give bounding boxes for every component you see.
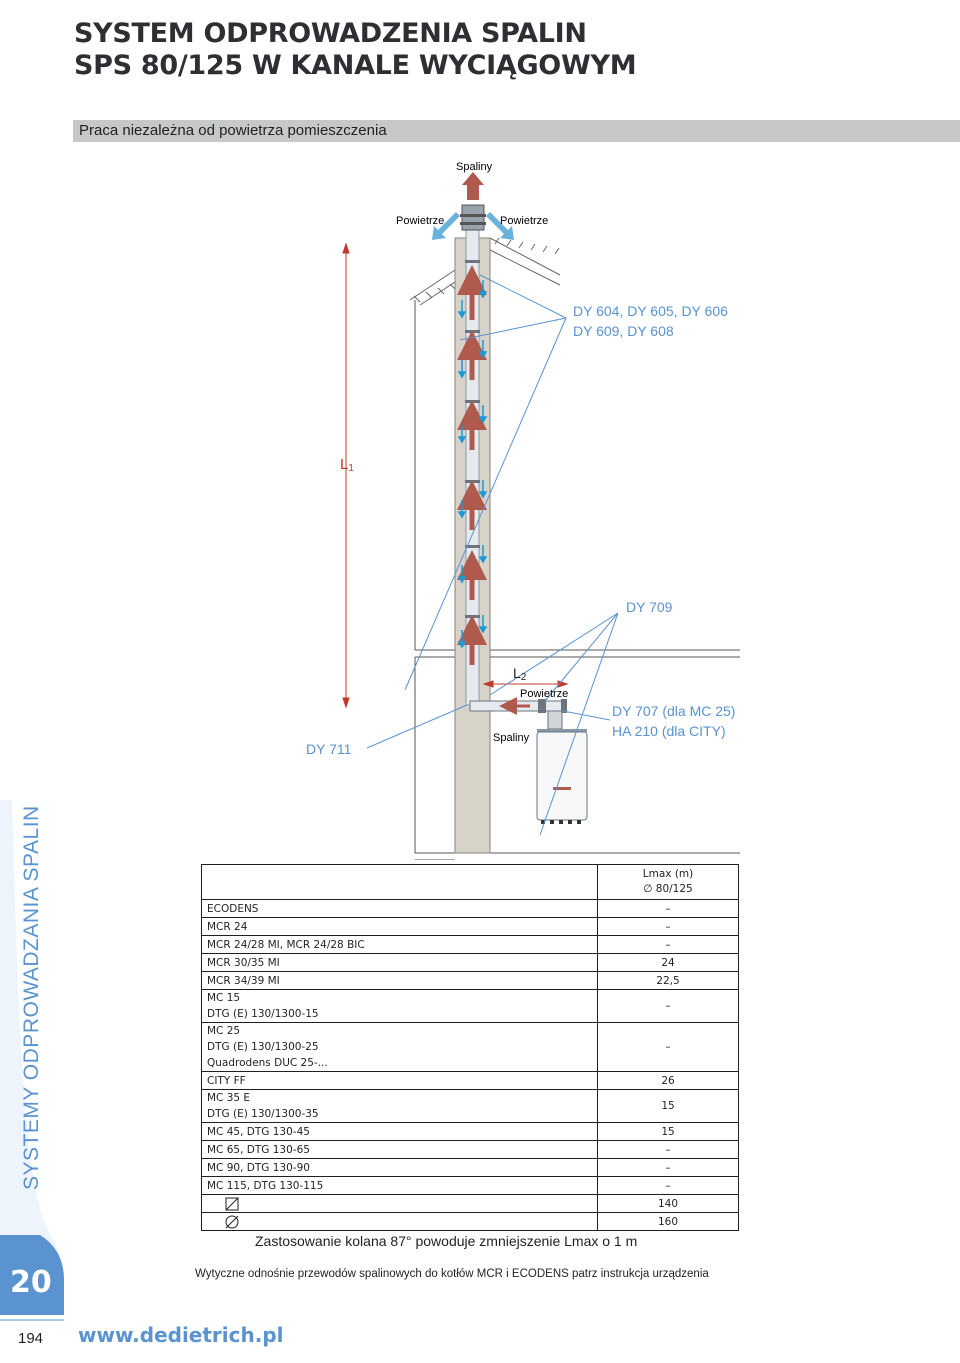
label-l2: L2	[513, 665, 527, 683]
guideline-note: Wytyczne odnośnie przewodów spalinowych …	[195, 1268, 709, 1280]
label-powietrze-right: Powietrze	[500, 215, 548, 227]
l2-dimension	[482, 680, 569, 688]
row-model: MCR 34/39 MI	[201, 971, 598, 990]
row-model: MCR 24/28 MI, MCR 24/28 BIC	[201, 935, 598, 954]
table-row: MC 90, DTG 130-90–	[201, 1158, 739, 1177]
row-value: –	[597, 1140, 739, 1159]
floor-lines	[414, 300, 740, 860]
table-row: MC 115, DTG 130-115–	[201, 1176, 739, 1195]
lmax-table: Lmax (m) ∅ 80/125 ECODENS– MCR 24– MCR 2…	[201, 864, 739, 1231]
row-model: ECODENS	[201, 899, 598, 918]
row-value: –	[597, 1158, 739, 1177]
round-duct-icon	[225, 1215, 239, 1228]
elbow-note: Zastosowanie kolana 87° powoduje zmniejs…	[255, 1233, 638, 1249]
subtitle-bar: Praca niezależna od powietrza pomieszcze…	[73, 120, 960, 142]
table-row: ECODENS–	[201, 899, 739, 918]
sidebar-strip	[0, 800, 64, 1363]
subtitle-text: Praca niezależna od powietrza pomieszcze…	[79, 122, 387, 139]
flue-system-diagram: Spaliny Powietrze Powietrze DY 604, DY 6…	[306, 161, 740, 860]
row-value: 22,5	[597, 971, 739, 990]
label-l1: L1	[340, 456, 354, 474]
label-dy709: DY 709	[626, 599, 673, 615]
website-link[interactable]: www.dedietrich.pl	[78, 1323, 284, 1347]
label-spaliny-top: Spaliny	[456, 161, 493, 173]
row-value: –	[597, 935, 739, 954]
row-model: MC 25 DTG (E) 130/1300-25 Quadrodens DUC…	[201, 1022, 598, 1072]
table-row: MC 25 DTG (E) 130/1300-25 Quadrodens DUC…	[201, 1022, 739, 1072]
row-model: CITY FF	[201, 1071, 598, 1090]
label-powietrze-boiler: Powietrze	[520, 688, 568, 700]
row-model: MC 45, DTG 130-45	[201, 1122, 598, 1141]
row-model: MC 15 DTG (E) 130/1300-15	[201, 989, 598, 1023]
air-intake-arrow-left	[432, 212, 460, 240]
label-ha210: HA 210 (dla CITY)	[612, 723, 726, 739]
row-model: MC 35 E DTG (E) 130/1300-35	[201, 1089, 598, 1123]
label-dy-top-1: DY 604, DY 605, DY 606	[573, 303, 728, 319]
label-dy-top-2: DY 609, DY 608	[573, 323, 674, 339]
page-number: 194	[18, 1330, 44, 1347]
row-value: 24	[597, 953, 739, 972]
title-line-2: SPS 80/125 W KANALE WYCIĄGOWYM	[74, 50, 637, 81]
header-diameter: ∅ 80/125	[643, 883, 693, 895]
roof	[409, 237, 561, 306]
row-value: 26	[597, 1071, 739, 1090]
row-model: MCR 24	[201, 917, 598, 936]
callout-leaders	[366, 274, 619, 836]
air-arrows	[457, 280, 488, 649]
page-title: SYSTEM ODPROWADZENIA SPALIN SPS 80/125 W…	[74, 18, 637, 82]
vertical-adapter	[547, 710, 563, 730]
header-lmax: Lmax (m)	[642, 868, 694, 880]
flue-outlet-arrow	[462, 172, 484, 200]
label-dy711: DY 711	[306, 741, 352, 757]
row-value: –	[597, 899, 739, 918]
row-model: MCR 30/35 MI	[201, 953, 598, 972]
row-value: –	[597, 1176, 739, 1195]
table-row: MC 65, DTG 130-65–	[201, 1140, 739, 1159]
title-line-1: SYSTEM ODPROWADZENIA SPALIN	[74, 18, 587, 49]
table-row: MC 15 DTG (E) 130/1300-15–	[201, 989, 739, 1023]
table-row: MCR 24–	[201, 917, 739, 936]
table-row-square: 140	[201, 1194, 739, 1213]
label-spaliny-boiler: Spaliny	[493, 732, 530, 744]
sidebar-vertical-label: SYSTEMY ODPROWADZANIA SPALIN	[20, 805, 43, 1190]
row-model: MC 65, DTG 130-65	[201, 1140, 598, 1159]
row-value: –	[597, 989, 739, 1023]
label-powietrze-left: Powietrze	[396, 215, 444, 227]
l1-dimension	[342, 242, 350, 709]
row-value: –	[597, 1022, 739, 1072]
table-row: MCR 24/28 MI, MCR 24/28 BIC–	[201, 935, 739, 954]
table-row-round: 160	[201, 1212, 739, 1231]
row-value: 15	[597, 1089, 739, 1123]
row-value: 15	[597, 1122, 739, 1141]
square-duct-icon	[225, 1197, 239, 1210]
label-dy707: DY 707 (dla MC 25)	[612, 703, 735, 719]
chimney-terminal	[460, 204, 486, 231]
table-header-row: Lmax (m) ∅ 80/125	[201, 864, 739, 900]
row-model: MC 90, DTG 130-90	[201, 1158, 598, 1177]
row-model: MC 115, DTG 130-115	[201, 1176, 598, 1195]
chapter-number: 20	[10, 1265, 52, 1300]
row-value-round: 160	[597, 1212, 739, 1231]
row-value: –	[597, 917, 739, 936]
row-value-square: 140	[597, 1194, 739, 1213]
boiler	[536, 729, 588, 824]
air-intake-arrow-right	[486, 212, 514, 240]
